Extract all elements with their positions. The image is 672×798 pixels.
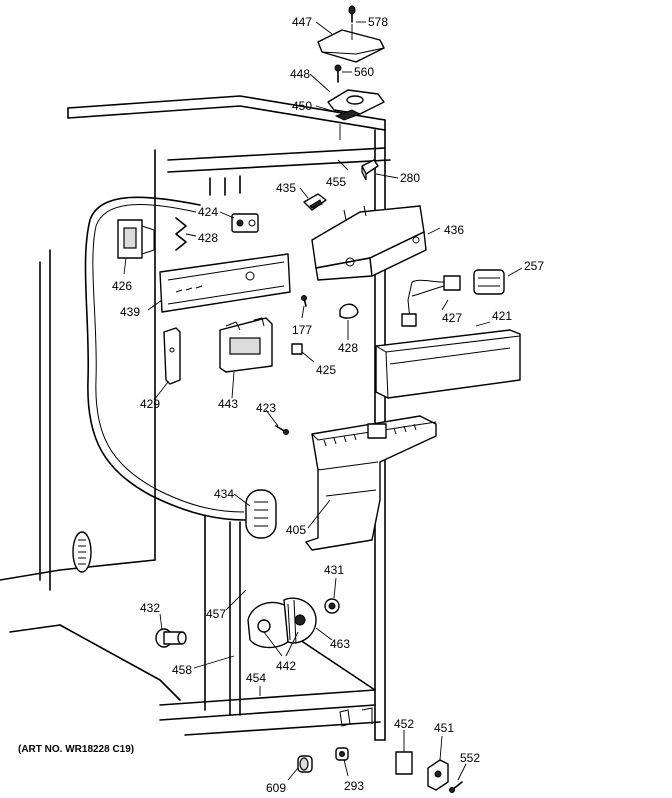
label-609: 609 (266, 781, 286, 795)
label-450: 450 (292, 99, 312, 113)
part-424-thermostat (231, 213, 259, 233)
label-428-b: 428 (338, 341, 358, 355)
label-560: 560 (354, 65, 374, 79)
part-427-wiring (401, 275, 461, 327)
left-vent (72, 531, 92, 573)
part-448-bracket (327, 89, 385, 121)
label-405: 405 (286, 523, 306, 537)
label-421: 421 (492, 309, 512, 323)
part-257-timer (473, 269, 505, 295)
part-405-duct (305, 415, 437, 551)
part-560-screw (334, 64, 342, 83)
part-429-bracket (163, 327, 181, 385)
part-609-roller (297, 755, 313, 773)
label-432: 432 (140, 601, 160, 615)
label-578: 578 (368, 15, 388, 29)
label-463: 463 (330, 637, 350, 651)
label-435: 435 (276, 181, 296, 195)
label-454: 454 (246, 671, 266, 685)
label-552: 552 (460, 751, 480, 765)
part-428-knob (339, 303, 359, 319)
label-257: 257 (524, 259, 544, 273)
label-452: 452 (394, 717, 414, 731)
part-labels: 447 578 448 560 450 280 455 435 424 428 … (18, 15, 544, 795)
part-552-screw (449, 781, 463, 793)
label-424: 424 (198, 205, 218, 219)
leader-lines (123, 21, 523, 781)
part-425-clip (291, 343, 303, 355)
label-280: 280 (400, 171, 420, 185)
bottom-rail (339, 707, 373, 727)
part-442-damper (247, 597, 317, 649)
part-578-screw (348, 5, 356, 23)
part-434-grille (245, 489, 277, 539)
label-436: 436 (444, 223, 464, 237)
wire-harness-loop (84, 196, 246, 521)
label-429: 429 (140, 397, 160, 411)
part-451-hinge (427, 759, 449, 791)
label-447: 447 (292, 15, 312, 29)
label-448: 448 (290, 67, 310, 81)
part-436-housing (311, 205, 427, 281)
label-442: 442 (276, 659, 296, 673)
part-447-cover (317, 29, 385, 63)
label-427: 427 (442, 311, 462, 325)
part-432-plug (155, 628, 187, 648)
label-451: 451 (434, 721, 454, 735)
label-428-a: 428 (198, 231, 218, 245)
label-426: 426 (112, 279, 132, 293)
label-458: 458 (172, 663, 192, 677)
part-293-clip (335, 747, 349, 761)
label-434: 434 (214, 487, 234, 501)
part-177-screw (301, 295, 307, 307)
part-439-plate (159, 253, 291, 313)
wire-harness-loop-inner (92, 204, 245, 513)
label-457: 457 (206, 607, 226, 621)
part-431-grommet (324, 598, 340, 614)
label-439: 439 (120, 305, 140, 319)
part-423-screw (275, 425, 289, 435)
part-452-bracket (395, 751, 413, 775)
part-428-connector-a (175, 217, 187, 251)
label-431: 431 (324, 563, 344, 577)
label-423: 423 (256, 401, 276, 415)
part-443-bracket (219, 317, 273, 373)
part-280-duct (361, 159, 379, 181)
part-426-switch (117, 219, 155, 259)
label-177: 177 (292, 323, 312, 337)
art-number: (ART NO. WR18228 C19) (18, 744, 134, 755)
label-293: 293 (344, 779, 364, 793)
label-425: 425 (316, 363, 336, 377)
part-421-cover (375, 329, 521, 399)
label-455: 455 (326, 175, 346, 189)
label-443: 443 (218, 397, 238, 411)
part-435-clip (303, 193, 327, 211)
